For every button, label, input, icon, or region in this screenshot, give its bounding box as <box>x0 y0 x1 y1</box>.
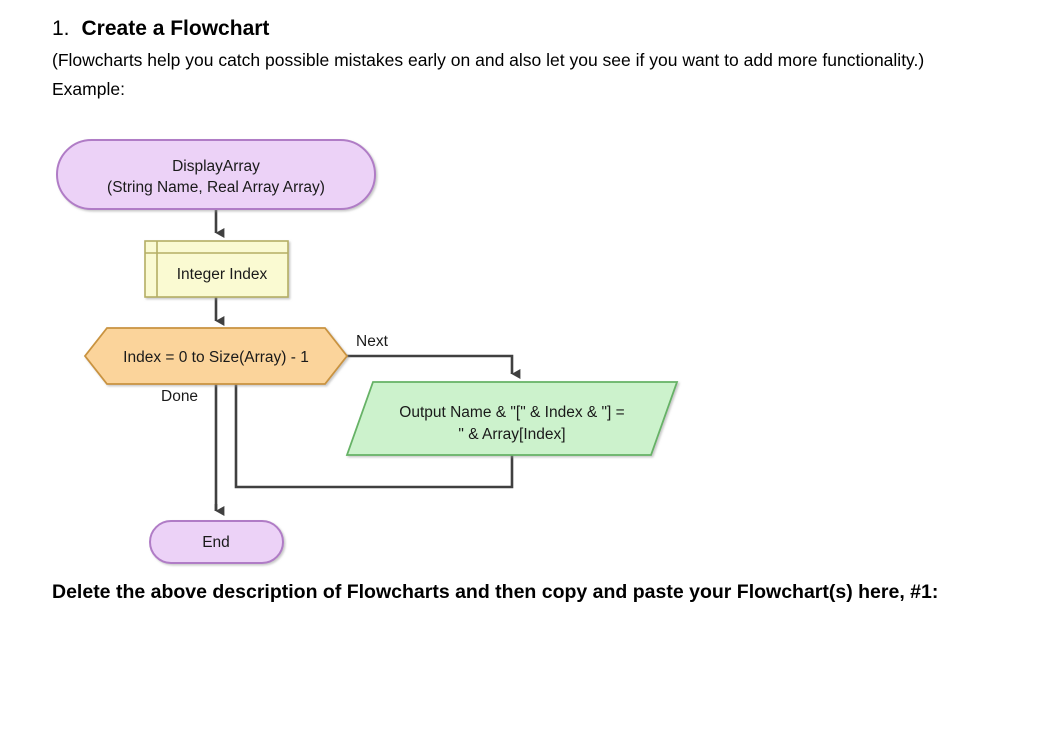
document-body: 1. Create a Flowchart (Flowcharts help y… <box>52 14 952 104</box>
node-end-label: End <box>202 534 230 551</box>
heading-number: 1. <box>52 17 70 40</box>
footer-instruction: Delete the above description of Flowchar… <box>52 581 939 603</box>
edge-loop-to-output <box>347 354 521 379</box>
node-start-terminal[interactable]: DisplayArray (String Name, Real Array Ar… <box>56 139 376 210</box>
flowchart-canvas: DisplayArray (String Name, Real Array Ar… <box>56 139 679 564</box>
page-heading: 1. Create a Flowchart <box>52 14 952 44</box>
example-label: Example: <box>52 79 125 99</box>
edge-label-next: Next <box>356 333 389 350</box>
edge-label-done: Done <box>161 388 198 405</box>
node-declare-label: Integer Index <box>177 266 268 283</box>
node-end-terminal[interactable]: End <box>149 520 284 564</box>
node-end-shape <box>149 520 284 564</box>
edge-output-to-loop <box>227 367 514 489</box>
node-start-shape <box>56 139 376 210</box>
node-output-parallelogram[interactable]: Output Name & "[" & Index & "] = " & Arr… <box>345 381 679 456</box>
node-output-line2: " & Array[Index] <box>458 426 565 443</box>
node-loop-hexagon[interactable]: Index = 0 to Size(Array) - 1 <box>83 327 349 385</box>
node-start-line1: DisplayArray <box>172 158 260 175</box>
node-loop-label: Index = 0 to Size(Array) - 1 <box>123 349 309 366</box>
node-declaration[interactable]: Integer Index <box>144 240 289 298</box>
flowchart-diagram: DisplayArray (String Name, Real Array Ar… <box>0 132 1048 572</box>
node-declare-shape <box>144 240 289 298</box>
page-title: Create a Flowchart <box>81 17 270 40</box>
node-output-shape <box>345 381 679 456</box>
node-output-line1: Output Name & "[" & Index & "] = <box>399 404 624 421</box>
intro-paragraph: (Flowcharts help you catch possible mist… <box>52 50 925 70</box>
node-start-line2: (String Name, Real Array Array) <box>107 179 325 196</box>
node-loop-shape <box>83 327 349 385</box>
